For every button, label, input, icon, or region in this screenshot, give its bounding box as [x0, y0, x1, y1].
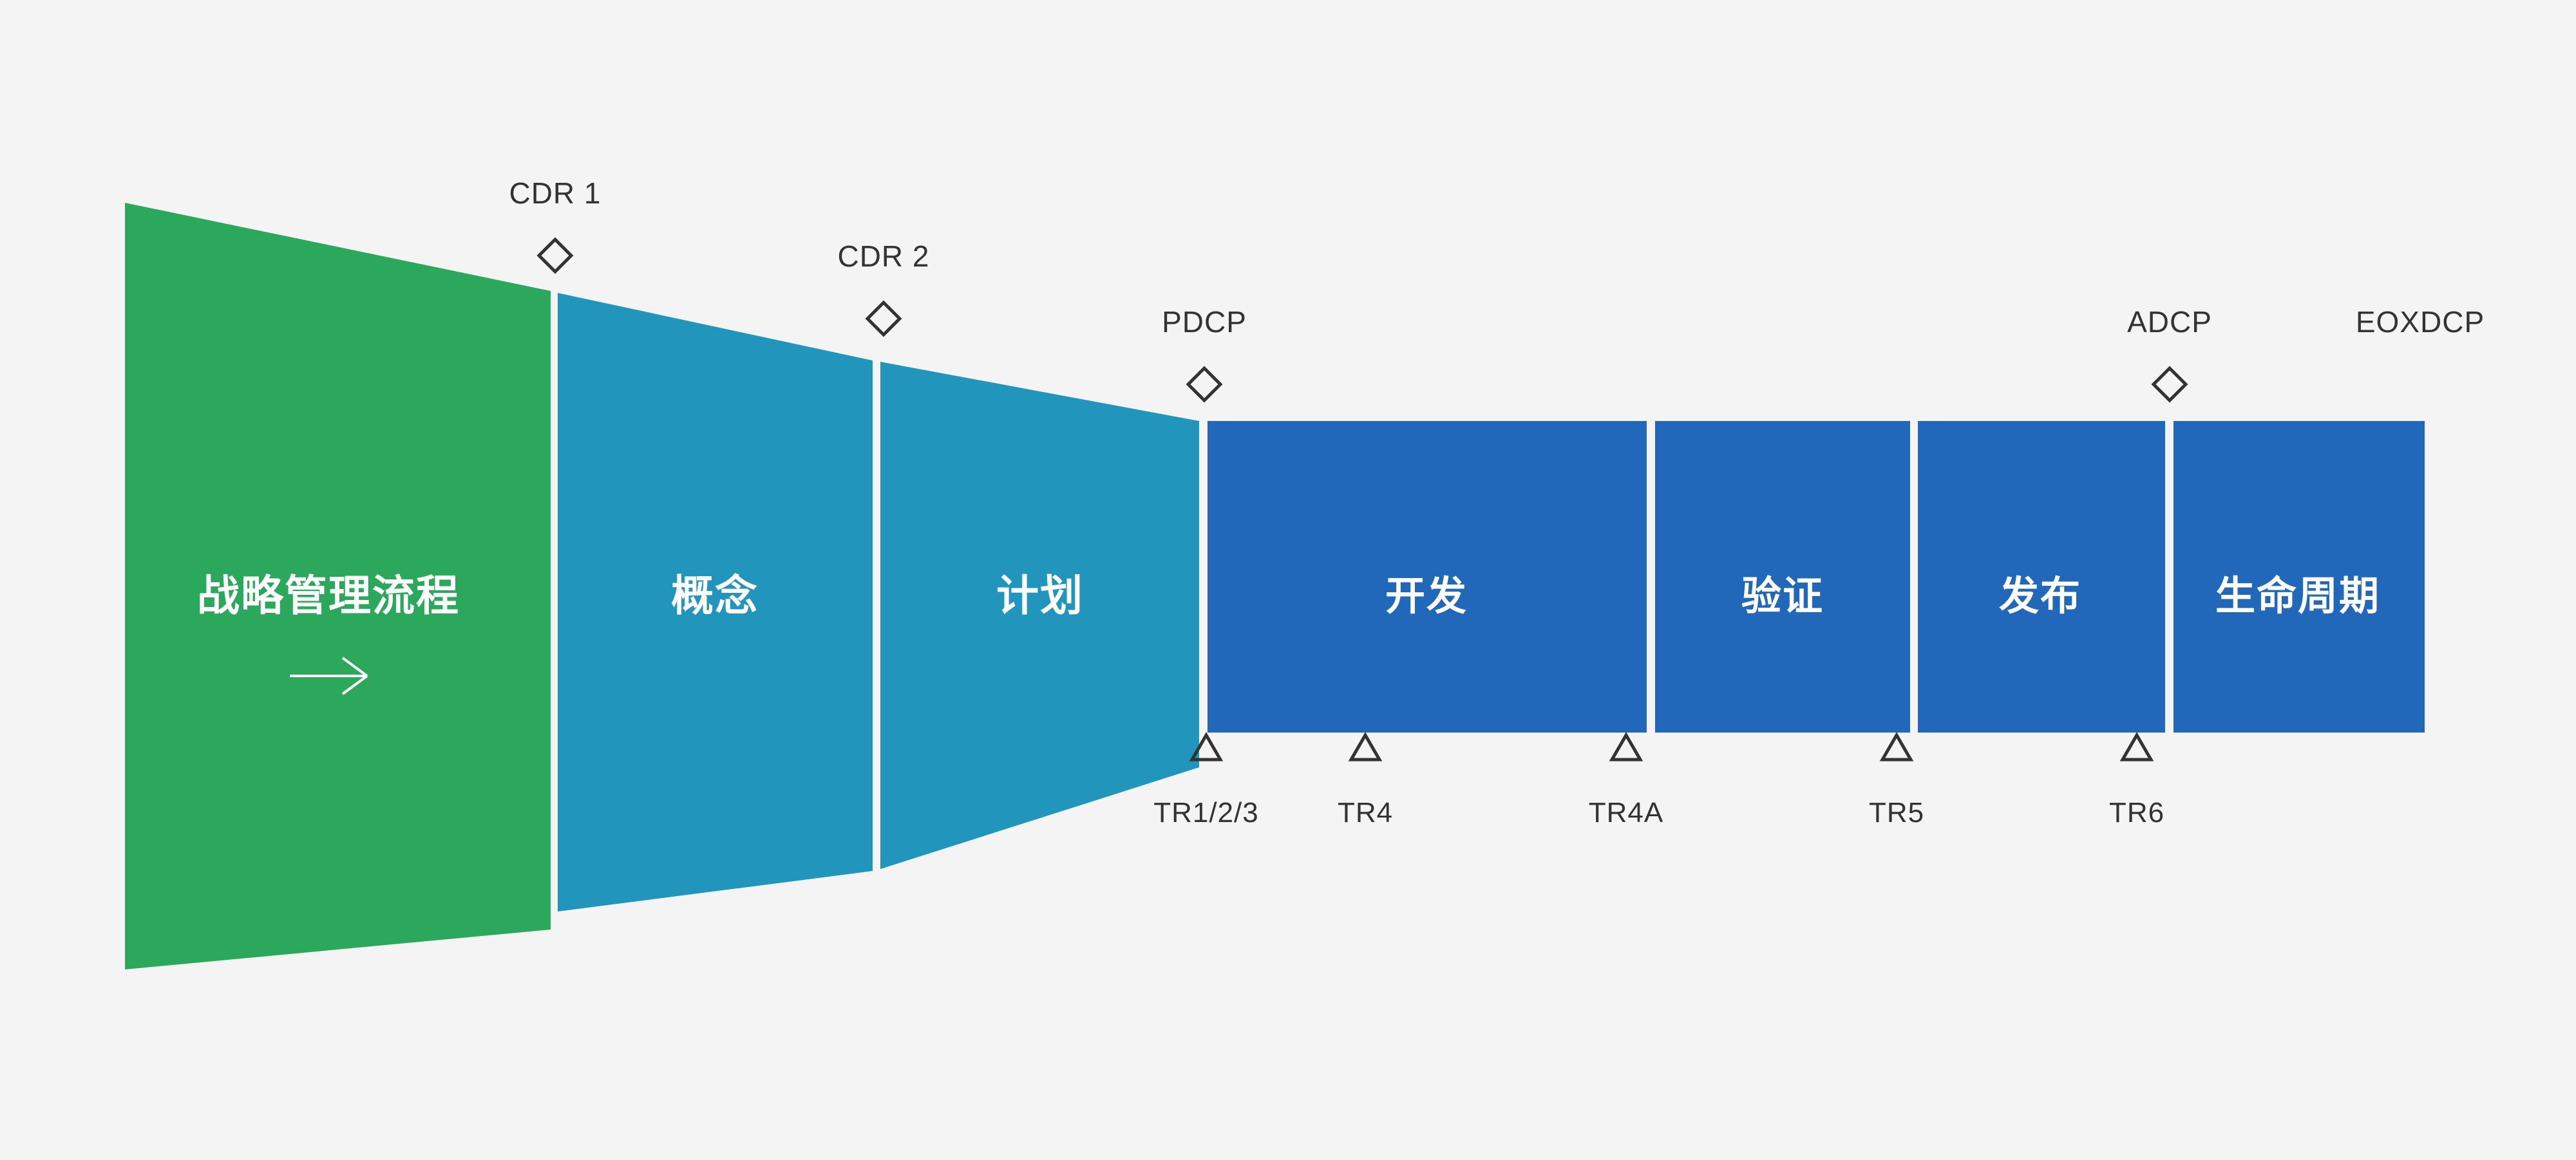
- decision-marker-cdr2[interactable]: CDR 2: [837, 240, 929, 273]
- tr-marker-label-tr4: TR4: [1337, 797, 1394, 828]
- tr-marker-label-tr6: TR6: [2108, 797, 2165, 828]
- diamond-icon-cdr2: [865, 300, 902, 337]
- triangle-icon-tr4: [1348, 732, 1383, 762]
- decision-marker-pdcp[interactable]: PDCP: [1162, 306, 1247, 339]
- diamond-icon-adcp: [2151, 366, 2188, 403]
- decision-marker-adcp[interactable]: ADCP: [2127, 306, 2212, 339]
- stage-shape-plan[interactable]: [880, 362, 1199, 869]
- stage-shape-lifecycle[interactable]: [2174, 421, 2425, 733]
- stage-shape-verification[interactable]: [1655, 421, 1910, 733]
- stage-shape-concept[interactable]: [558, 293, 873, 912]
- decision-marker-label-adcp: ADCP: [2127, 305, 2212, 339]
- tr-marker-tr6[interactable]: TR6: [2109, 793, 2164, 829]
- decision-marker-eoxdcp[interactable]: EOXDCP: [2356, 306, 2485, 339]
- diamond-icon-cdr1: [536, 237, 574, 274]
- tr-marker-tr5[interactable]: TR5: [1869, 793, 1924, 829]
- tr-marker-label-tr5: TR5: [1868, 797, 1925, 828]
- decision-marker-cdr1[interactable]: CDR 1: [509, 177, 601, 210]
- tr-marker-tr4a[interactable]: TR4A: [1589, 793, 1663, 829]
- diamond-icon-pdcp: [1186, 366, 1223, 403]
- tr-marker-label-tr4a: TR4A: [1588, 797, 1664, 828]
- stage-shape-development[interactable]: [1208, 421, 1647, 733]
- triangle-icon-tr6: [2119, 732, 2154, 762]
- stage-shape-release[interactable]: [1918, 421, 2165, 733]
- tr-marker-label-tr123: TR1/2/3: [1153, 797, 1259, 828]
- decision-marker-label-cdr1: CDR 1: [509, 176, 601, 210]
- tr-marker-tr4[interactable]: TR4: [1338, 793, 1393, 829]
- triangle-icon-tr4a: [1609, 732, 1643, 762]
- decision-marker-label-pdcp: PDCP: [1162, 305, 1247, 339]
- triangle-icon-tr123: [1189, 732, 1224, 762]
- decision-marker-label-cdr2: CDR 2: [837, 239, 930, 273]
- triangle-icon-tr5: [1879, 732, 1914, 762]
- stage-shape-strategy[interactable]: [125, 203, 551, 969]
- decision-marker-label-eoxdcp: EOXDCP: [2355, 305, 2485, 339]
- flow-arrow-icon: [290, 657, 368, 695]
- tr-marker-tr123[interactable]: TR1/2/3: [1153, 793, 1259, 829]
